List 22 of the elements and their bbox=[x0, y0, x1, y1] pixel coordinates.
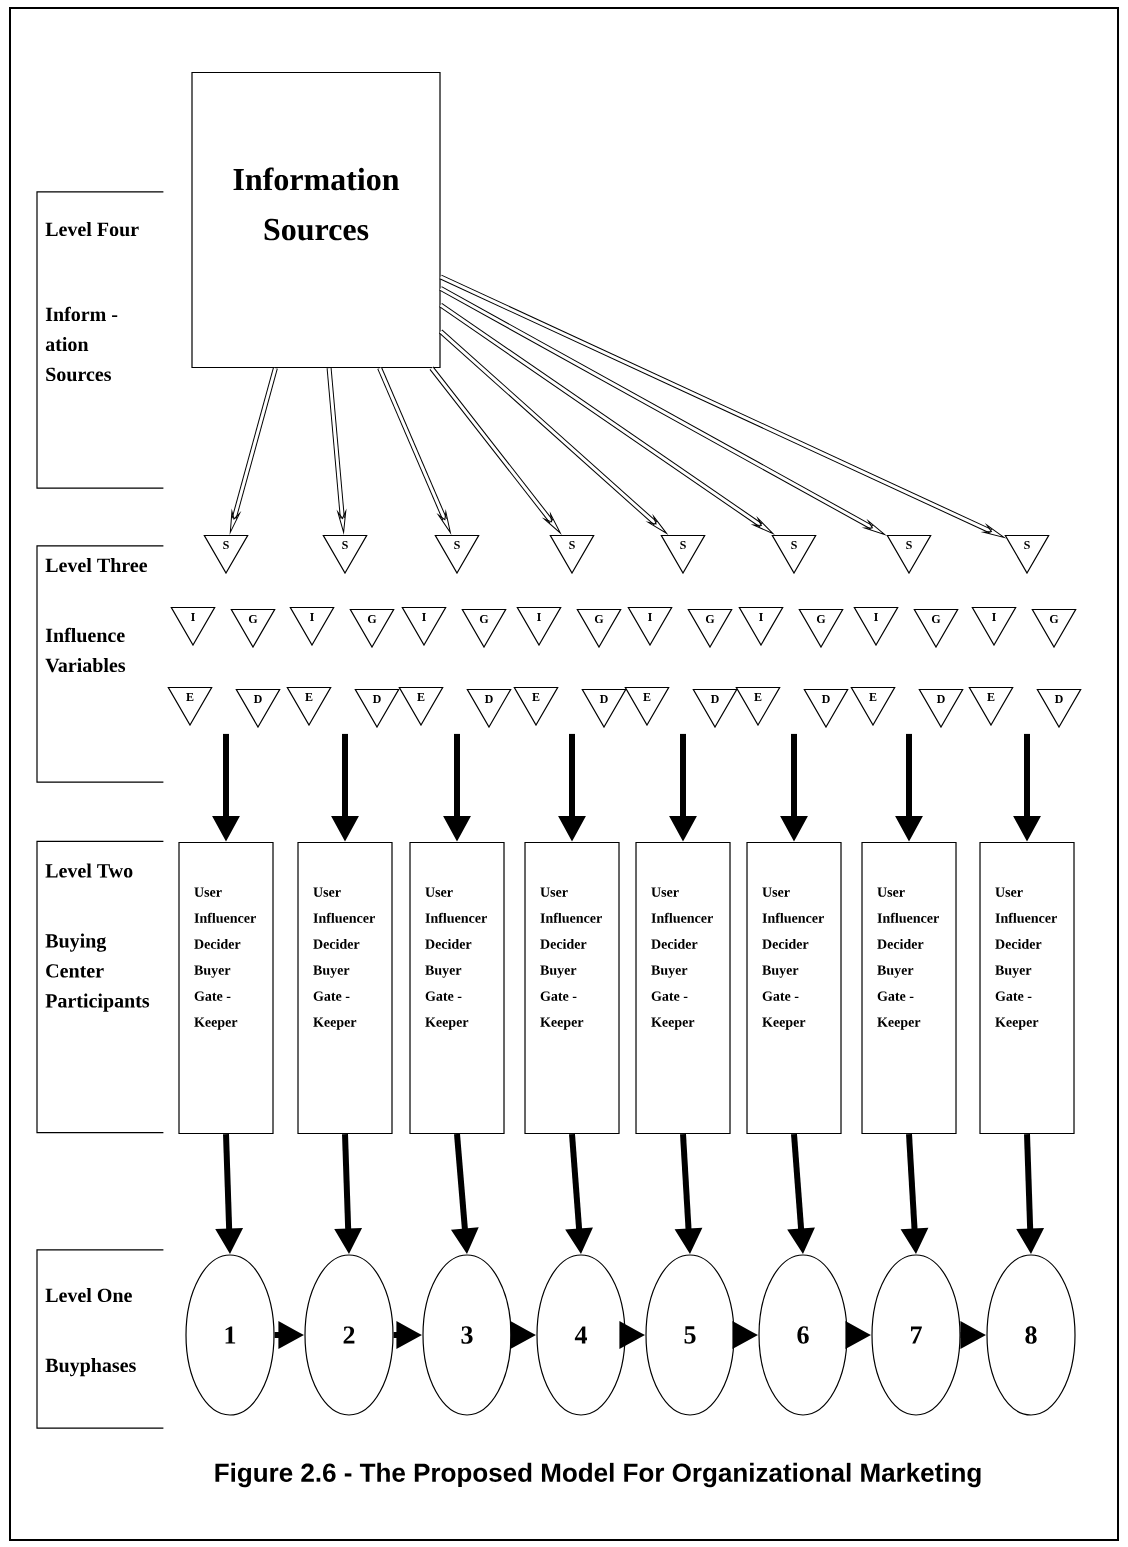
hollow-arrow bbox=[229, 367, 278, 533]
participants-box: User Influencer Decider Buyer Gate - Keeper bbox=[861, 841, 957, 1135]
participants-box: User Influencer Decider Buyer Gate - Keeper bbox=[635, 841, 731, 1135]
participants-box: User Influencer Decider Buyer Gate - Keeper bbox=[297, 841, 393, 1135]
level-bracket: Level Three Influence Variables bbox=[36, 545, 164, 783]
hollow-arrow bbox=[439, 274, 1005, 538]
level-bracket: Level Four Inform - ation Sources bbox=[36, 191, 164, 489]
hollow-arrow bbox=[429, 366, 561, 534]
hollow-arrow bbox=[377, 367, 451, 533]
information-box: Information Sources bbox=[191, 71, 441, 369]
hollow-arrow bbox=[326, 367, 347, 533]
participants-box: User Influencer Decider Buyer Gate - Keeper bbox=[746, 841, 842, 1135]
participants-box: User Influencer Decider Buyer Gate - Keeper bbox=[524, 841, 620, 1135]
hollow-arrow bbox=[439, 302, 774, 534]
hollow-arrow bbox=[438, 329, 667, 534]
participants-box: User Influencer Decider Buyer Gate - Keeper bbox=[979, 841, 1075, 1135]
participants-box: User Influencer Decider Buyer Gate - Keeper bbox=[178, 841, 274, 1135]
participants-box: User Influencer Decider Buyer Gate - Keeper bbox=[409, 841, 505, 1135]
level-bracket: Level One Buyphases bbox=[36, 1249, 164, 1429]
level-bracket: Level Two Buying Center Participants bbox=[36, 840, 164, 1134]
caption: Figure 2.6 - The Proposed Model For Organizational Marketing bbox=[215, 1462, 981, 1488]
hollow-arrow bbox=[439, 286, 885, 535]
